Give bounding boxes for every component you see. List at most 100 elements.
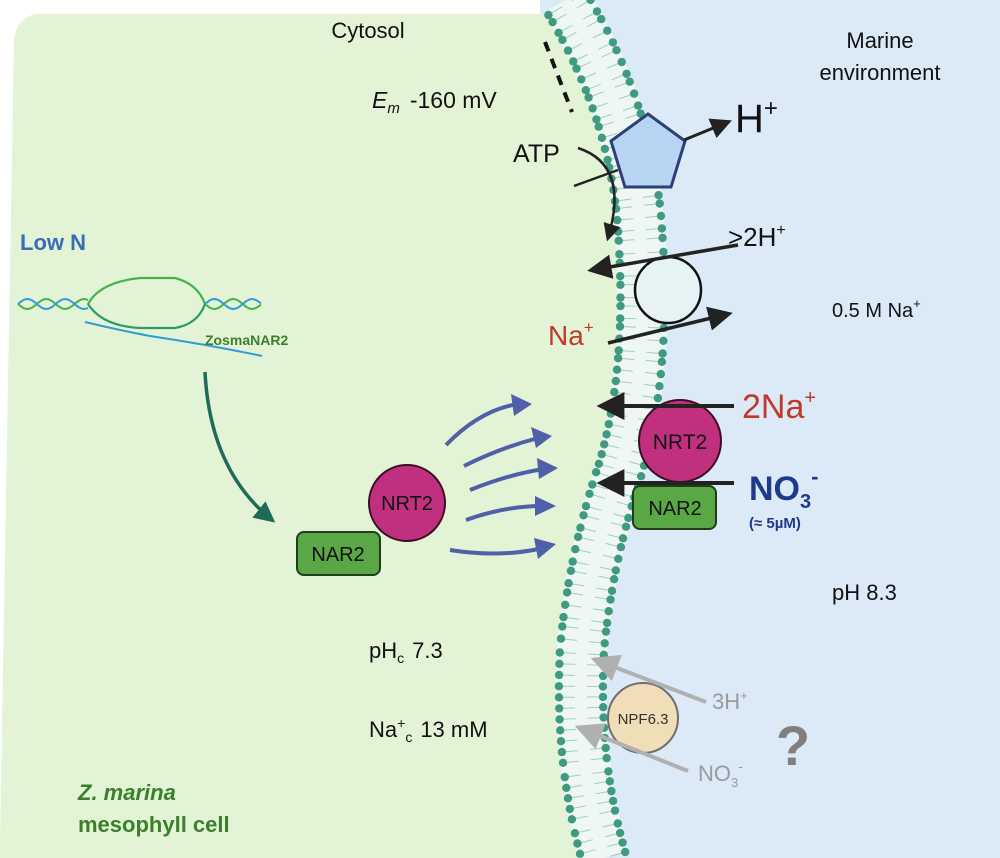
cytosol-ph-sub: c xyxy=(397,650,404,666)
lipid-head xyxy=(554,682,564,691)
lipid-head xyxy=(599,723,609,732)
lipid-head xyxy=(562,588,572,597)
h-antiporter-charge: + xyxy=(776,222,785,239)
lipid-head xyxy=(610,806,620,815)
lipid-head xyxy=(558,35,567,45)
lipid-head xyxy=(586,0,595,5)
lipid-head xyxy=(576,523,585,532)
npf-no3-charge: - xyxy=(738,758,743,774)
traffic-arrow-1 xyxy=(444,402,519,447)
no3-symport-charge: - xyxy=(811,464,818,489)
external-na: 0.5 M Na+ xyxy=(832,296,921,322)
lipid-head xyxy=(658,349,667,358)
na-h-antiporter: >2H+ Na+ xyxy=(548,222,786,351)
lipid-head xyxy=(613,354,623,363)
lipid-head xyxy=(655,382,664,391)
no3-symport-label: NO3- xyxy=(749,464,818,513)
na-symport-charge: + xyxy=(804,387,816,409)
species-label: Z. marina xyxy=(77,780,176,805)
lipid-head xyxy=(611,566,620,575)
lipid-head xyxy=(629,89,639,98)
external-ph: pH 8.3 xyxy=(832,580,897,605)
lipid-head xyxy=(621,522,631,531)
lipid-head xyxy=(602,430,611,439)
na-antiporter-label: Na+ xyxy=(548,318,594,351)
lipid-head xyxy=(588,104,597,113)
marine-label-line2: environment xyxy=(819,60,940,85)
traffic-arrow-3 xyxy=(469,467,545,492)
lipid-head xyxy=(573,532,583,542)
potential-dashed-line xyxy=(543,41,574,113)
antiporter-circle xyxy=(633,255,703,325)
lipid-head xyxy=(653,393,663,403)
npf63-transporter: NPF6.3 3H+ NO3- ? xyxy=(574,654,810,790)
lipid-head xyxy=(563,794,573,803)
npf-h-text: 3H xyxy=(712,689,740,714)
lipid-head xyxy=(600,639,609,648)
lipid-head xyxy=(554,670,564,680)
lipid-head xyxy=(597,14,606,24)
lipid-head xyxy=(592,115,601,124)
lipid-head xyxy=(615,250,624,259)
lipid-head xyxy=(656,211,666,221)
lipid-head xyxy=(616,293,625,302)
npf-no3-text: NO xyxy=(698,761,731,786)
lipid-head xyxy=(594,122,603,131)
trafficking-arrows xyxy=(444,394,558,559)
zosmanar2-gene xyxy=(17,276,263,357)
lipid-head xyxy=(607,586,617,595)
lipid-head xyxy=(600,144,610,154)
lipid-head xyxy=(616,542,626,552)
nar2-cytosol-label: NAR2 xyxy=(311,544,364,566)
na-symport-label: 2Na+ xyxy=(742,387,816,426)
na-antiporter-text: Na xyxy=(548,320,584,351)
h-antiporter-label: >2H+ xyxy=(728,222,786,252)
lipid-head xyxy=(654,191,663,200)
proton-pump-pentagon xyxy=(609,112,687,189)
lipid-head xyxy=(609,575,619,584)
lipid-head xyxy=(606,409,615,418)
lipid-head xyxy=(599,650,608,659)
cytosol-ph-prefix: pH xyxy=(369,638,397,663)
lipid-head xyxy=(555,659,564,668)
lipid-head xyxy=(555,715,564,724)
lipid-head xyxy=(608,38,618,47)
lipid-head xyxy=(614,236,623,245)
lipid-head xyxy=(614,554,623,563)
lipid-head xyxy=(613,215,622,225)
lipid-head xyxy=(621,847,630,857)
lipid-head xyxy=(558,622,567,631)
lipid-head xyxy=(584,93,593,102)
transcription-bubble-top xyxy=(87,276,207,305)
lipid-head xyxy=(575,849,585,858)
lipid-head xyxy=(555,704,564,713)
lipid-head xyxy=(613,227,623,236)
lipid-head xyxy=(657,224,667,233)
traffic-arrow-2 xyxy=(463,436,539,468)
lipid-head xyxy=(592,7,602,16)
lipid-head xyxy=(557,747,567,757)
traffic-arrowhead-5 xyxy=(534,538,556,559)
atp-line xyxy=(573,168,619,188)
low-n-label: Low N xyxy=(20,230,86,255)
no3-symport-sub: 3 xyxy=(800,491,811,513)
lipid-head xyxy=(636,109,645,118)
lipid-head xyxy=(573,839,582,848)
lipid-head xyxy=(604,767,613,776)
lipid-head xyxy=(601,743,610,753)
traffic-arrowhead-4 xyxy=(535,496,556,516)
na-antiporter-charge: + xyxy=(584,318,594,337)
lipid-head xyxy=(600,440,609,449)
lipid-head xyxy=(602,753,611,763)
lipid-head xyxy=(603,155,612,165)
dna-helix-strand xyxy=(204,297,262,311)
lipid-head xyxy=(616,272,625,281)
lipid-head xyxy=(597,450,606,459)
no3-concentration: (≈ 5µM) xyxy=(749,515,801,532)
lipid-head xyxy=(559,612,568,622)
lipid-head xyxy=(636,472,646,481)
membrane-potential: Em-160 mV xyxy=(372,87,497,117)
lipid-head xyxy=(617,57,626,67)
proton-pump: ATP H+ xyxy=(513,95,778,242)
